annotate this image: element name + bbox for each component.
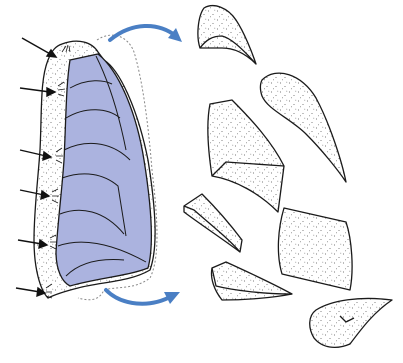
- piece-3: [208, 100, 284, 212]
- piece-5: [278, 208, 352, 290]
- piece-7: [310, 298, 392, 347]
- blue-arrow-bottom: [106, 290, 172, 304]
- piece-4: [184, 194, 242, 252]
- blue-arrow-top: [110, 26, 176, 40]
- assembled-blue-region: [56, 54, 151, 286]
- exploded-pieces: [184, 6, 392, 348]
